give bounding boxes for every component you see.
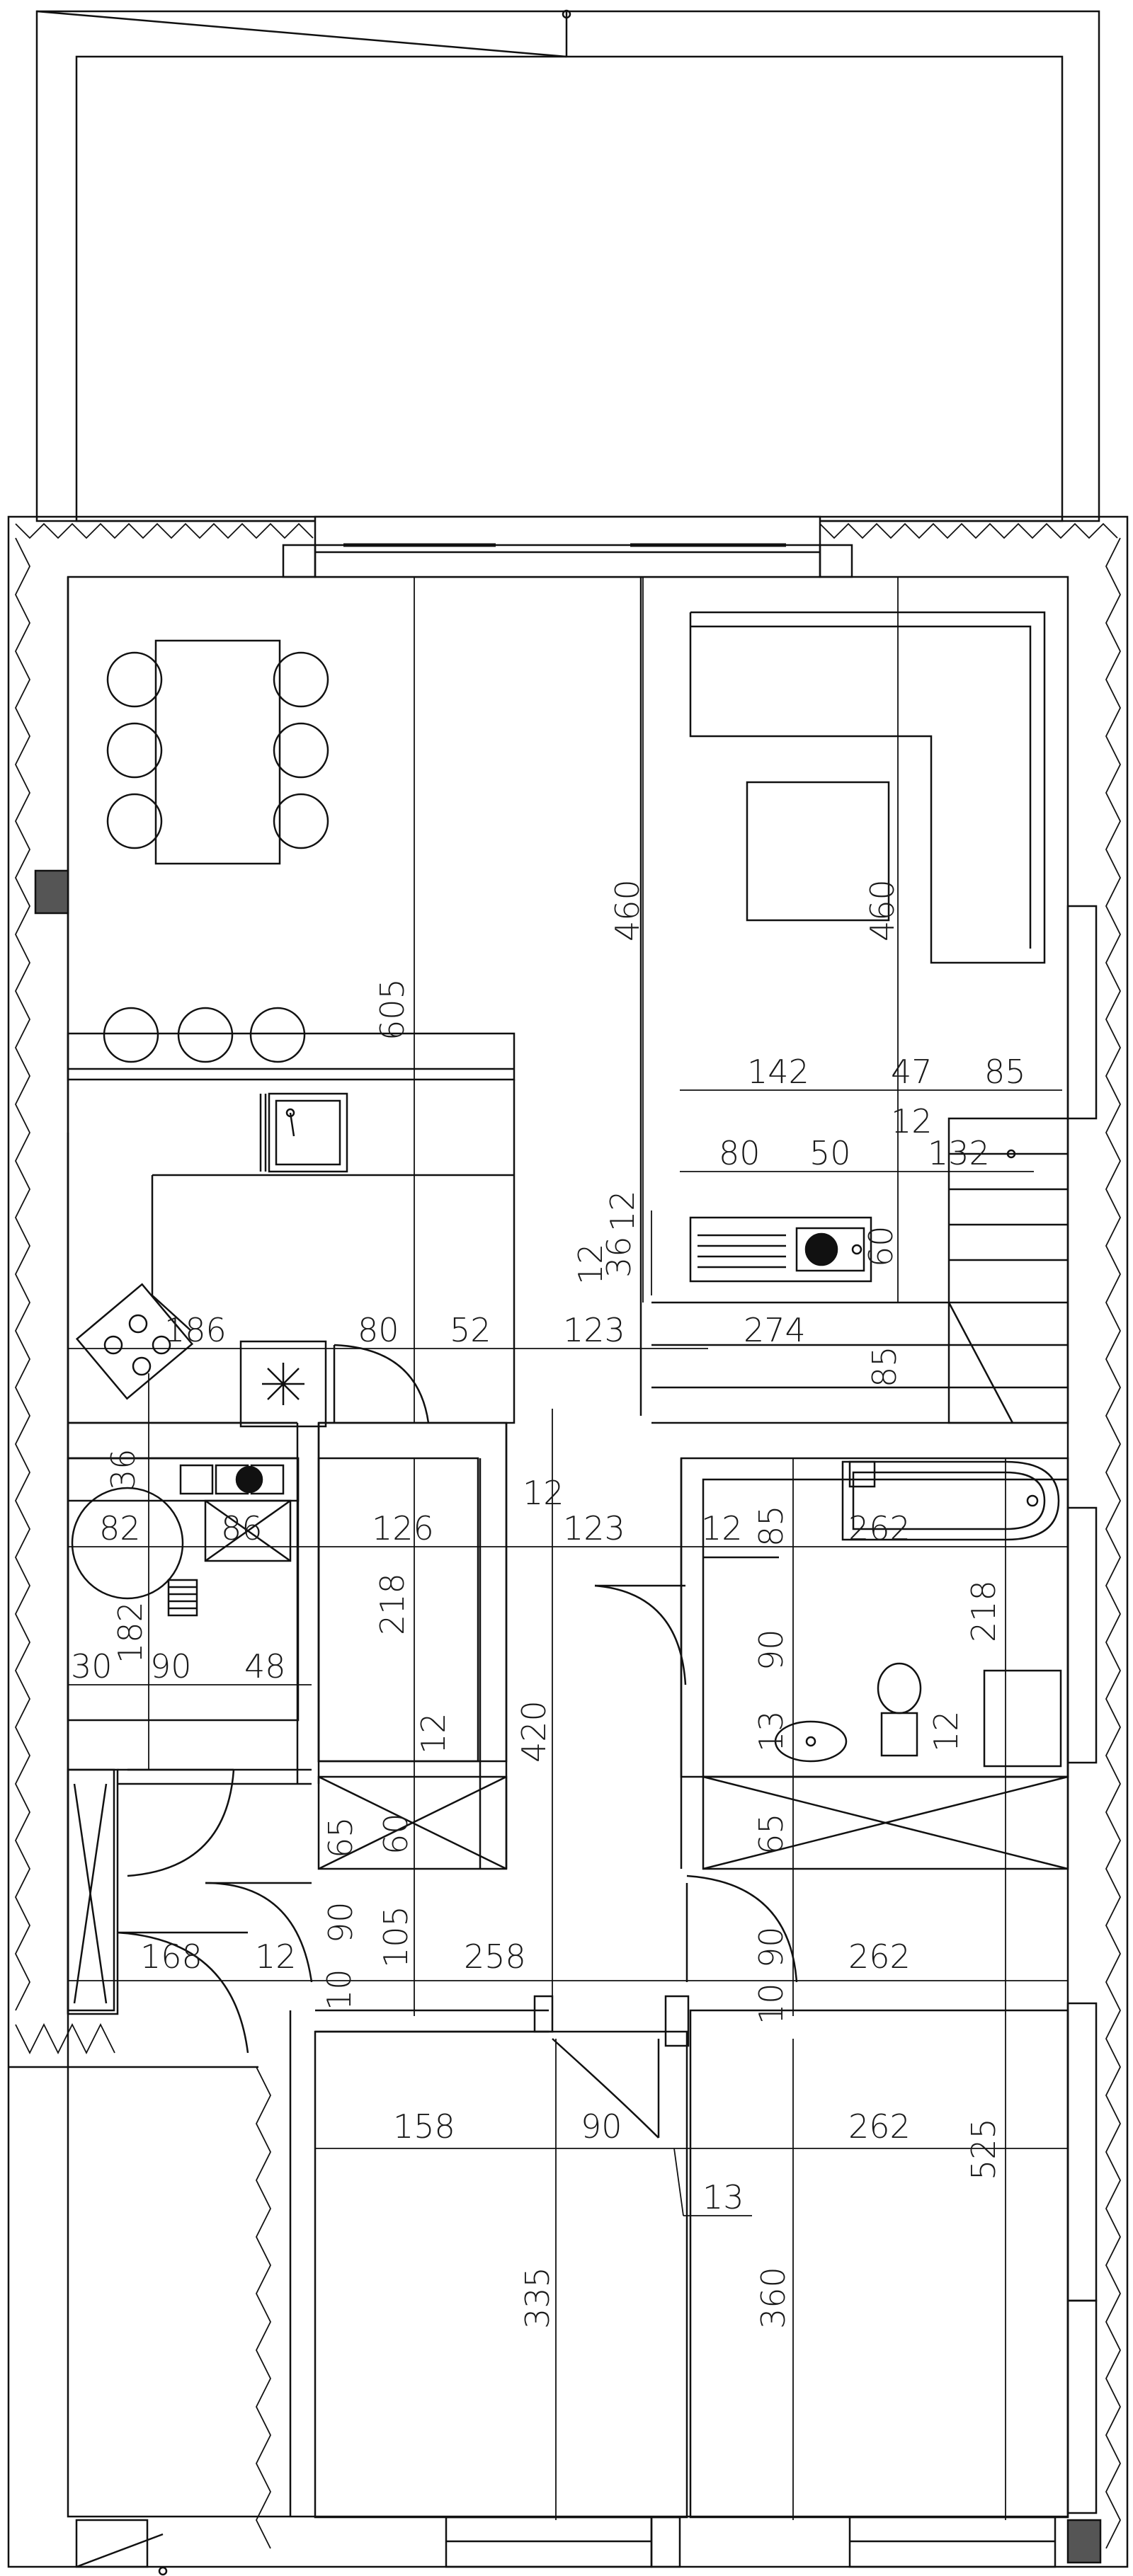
dim-262b: 262 <box>848 1937 911 1976</box>
dim-65a: 65 <box>321 1816 360 1858</box>
dim-274: 274 <box>744 1311 806 1349</box>
dim-90e: 90 <box>581 2107 622 2146</box>
dim-47: 47 <box>891 1053 933 1091</box>
dim-12a: 12 <box>891 1102 933 1140</box>
dim-262a: 262 <box>848 1509 911 1547</box>
dim-36b: 36 <box>104 1448 142 1490</box>
dim-52: 52 <box>450 1311 491 1349</box>
wall-insulation <box>14 522 1122 2549</box>
dim-105: 105 <box>377 1906 415 1968</box>
toilet <box>774 1662 1062 1768</box>
dim-13a: 13 <box>752 1710 790 1752</box>
windows-right <box>34 869 1102 2564</box>
dimension-lines <box>68 577 1068 2520</box>
dim-168: 168 <box>140 1937 203 1976</box>
dim-50: 50 <box>809 1134 851 1172</box>
dim-186: 186 <box>164 1311 227 1349</box>
dim-12g: 12 <box>927 1710 965 1752</box>
dim-132: 132 <box>928 1134 990 1172</box>
fireplace <box>689 1216 872 1283</box>
dim-126: 126 <box>372 1509 434 1547</box>
dim-12d: 12 <box>523 1474 564 1512</box>
dim-605: 605 <box>373 978 411 1041</box>
interior-walls <box>67 577 1069 2519</box>
terrace <box>35 9 1100 522</box>
dim-90b: 90 <box>150 1647 192 1685</box>
dim-12e: 12 <box>701 1509 743 1547</box>
dim-258: 258 <box>464 1937 526 1976</box>
bathtub <box>841 1460 1060 1541</box>
dim-10b: 10 <box>752 1983 790 2025</box>
dim-86: 86 <box>221 1509 263 1547</box>
dim-60b: 60 <box>377 1813 415 1855</box>
dim-360: 360 <box>754 2267 792 2329</box>
doors <box>67 1344 798 2139</box>
windows-bottom <box>75 2516 1057 2576</box>
dining-table <box>106 639 329 865</box>
dim-65b: 65 <box>752 1813 790 1855</box>
dim-12h: 12 <box>255 1937 297 1976</box>
dim-85a: 85 <box>984 1053 1026 1091</box>
dim-123b: 123 <box>563 1509 625 1547</box>
dim-420: 420 <box>515 1700 553 1763</box>
dim-82: 82 <box>99 1509 141 1547</box>
dim-460a: 460 <box>608 879 647 941</box>
dim-12c: 12 <box>603 1190 642 1232</box>
dim-30: 30 <box>71 1647 113 1685</box>
dim-12b: 12 <box>571 1243 610 1285</box>
sofa <box>689 611 1046 964</box>
windows-top <box>282 515 853 578</box>
dim-182: 182 <box>111 1601 149 1664</box>
utility-room <box>67 1457 300 1722</box>
dim-36: 36 <box>600 1236 638 1278</box>
dim-85c: 85 <box>752 1505 790 1547</box>
dim-85b: 85 <box>865 1346 904 1387</box>
staircase <box>651 1117 1069 1424</box>
bar-stools <box>67 1007 516 1081</box>
dim-158: 158 <box>393 2107 455 2146</box>
dim-123a: 123 <box>563 1311 625 1349</box>
dim-13b: 13 <box>702 2178 744 2216</box>
dim-218a: 218 <box>373 1573 411 1635</box>
dim-262c: 262 <box>848 2107 911 2146</box>
dim-142: 142 <box>747 1053 809 1091</box>
dim-60: 60 <box>862 1225 900 1267</box>
dim-460b: 460 <box>863 879 901 941</box>
dim-90c: 90 <box>321 1901 360 1943</box>
kitchen-counter <box>68 1080 516 1428</box>
dim-90d: 90 <box>752 1926 790 1968</box>
dim-80a: 80 <box>719 1134 761 1172</box>
dim-10a: 10 <box>320 1969 358 2010</box>
dim-90a: 90 <box>752 1629 790 1671</box>
dim-335: 335 <box>518 2267 557 2329</box>
dim-525: 525 <box>964 2118 1003 2180</box>
dim-12f: 12 <box>414 1712 452 1754</box>
dim-80b: 80 <box>358 1311 399 1349</box>
dimension-labels: 605 460 460 142 47 85 12 80 50 132 12 36… <box>71 879 1026 2329</box>
dim-218b: 218 <box>964 1580 1003 1642</box>
dim-48: 48 <box>244 1647 286 1685</box>
